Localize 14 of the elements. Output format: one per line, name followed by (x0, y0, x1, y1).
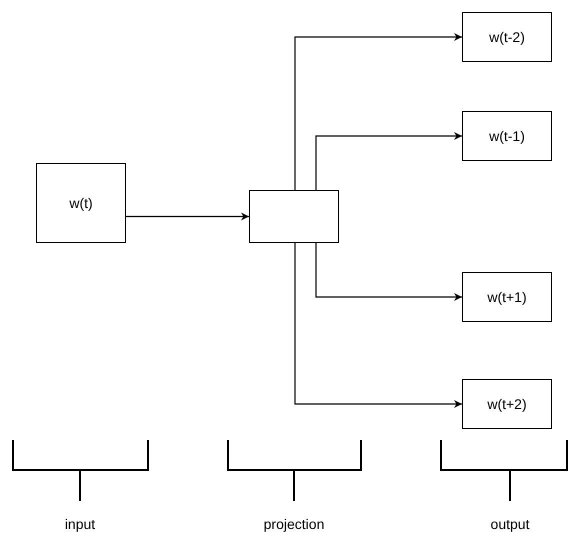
arrow (315, 243, 462, 301)
arrow (294, 33, 462, 190)
word-box: w(t+2) (462, 379, 552, 429)
layer-label: input (64, 515, 96, 534)
arrow (126, 212, 249, 220)
projection-box (249, 190, 339, 243)
layer-label: output (490, 515, 530, 534)
arrow (294, 243, 462, 408)
word-box: w(t-1) (462, 111, 552, 161)
word-box: w(t) (36, 163, 126, 243)
word-box: w(t-2) (462, 12, 552, 62)
layer-label: projection (264, 515, 324, 534)
arrow (315, 132, 462, 190)
word-box: w(t+1) (462, 272, 552, 322)
